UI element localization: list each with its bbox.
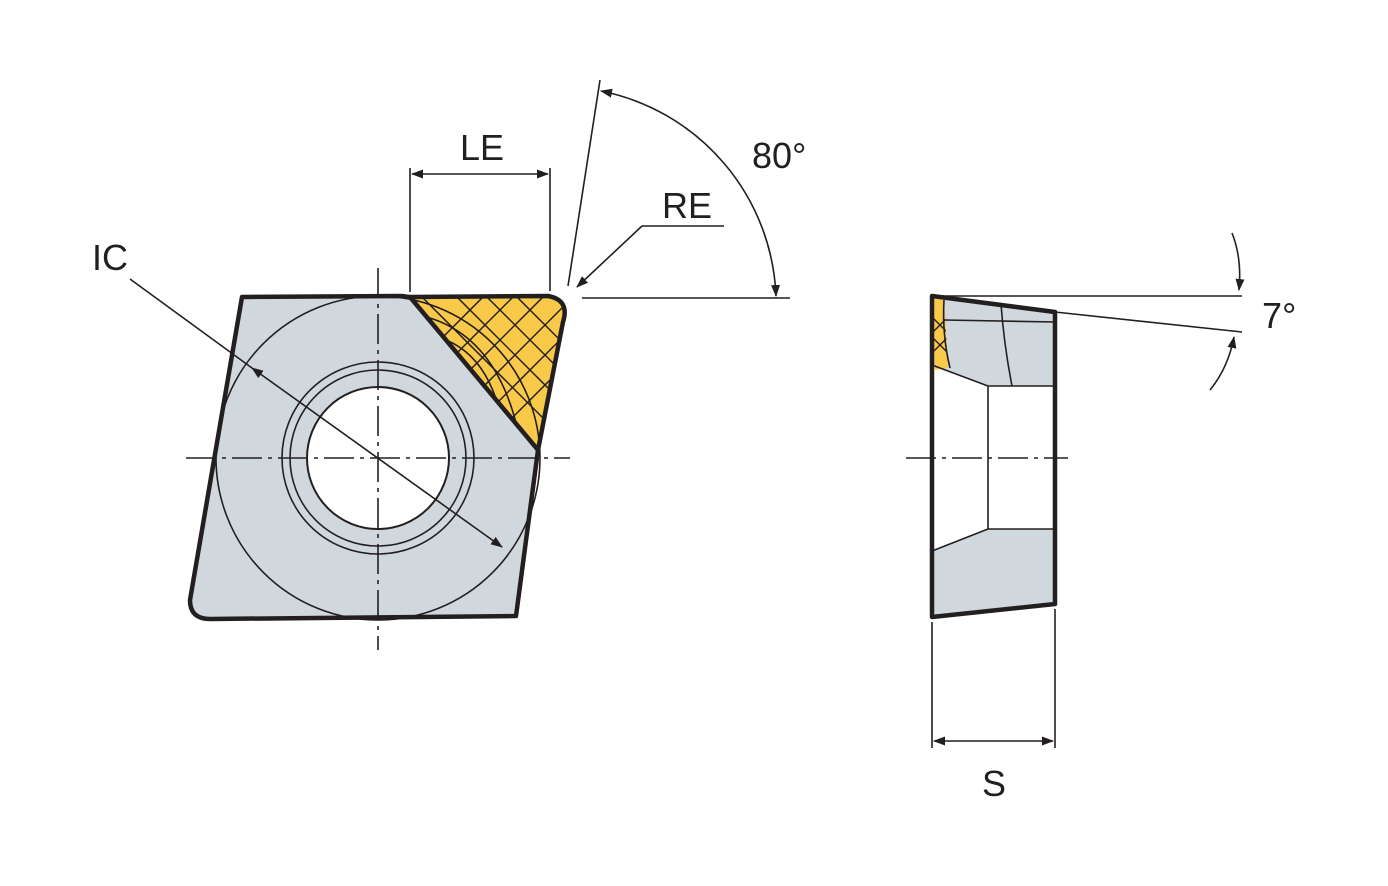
insert-outline (187, 293, 567, 622)
ic-label: IC (92, 237, 128, 278)
angle-7-extension (1054, 311, 1243, 333)
side-lower-section (932, 529, 1055, 617)
angle-80-label: 80° (752, 135, 806, 176)
re-leader (576, 225, 643, 288)
insert-side-view: 7° S (906, 232, 1296, 804)
ic-leader (129, 278, 253, 369)
angle-80-arc (600, 88, 781, 297)
le-label: LE (460, 127, 504, 168)
s-label: S (982, 763, 1006, 804)
angle-7-arrow-bottom (1209, 336, 1237, 391)
angle-7-label: 7° (1262, 295, 1296, 336)
side-outline (929, 293, 1058, 620)
angle-7-arrow-top (1231, 232, 1245, 291)
insert-top-view: IC LE RE 80° (92, 79, 806, 650)
ic-diameter-dimension (251, 367, 503, 548)
angle-80-extension-edge (567, 79, 601, 287)
side-upper-section (932, 296, 1055, 386)
re-label: RE (662, 185, 712, 226)
